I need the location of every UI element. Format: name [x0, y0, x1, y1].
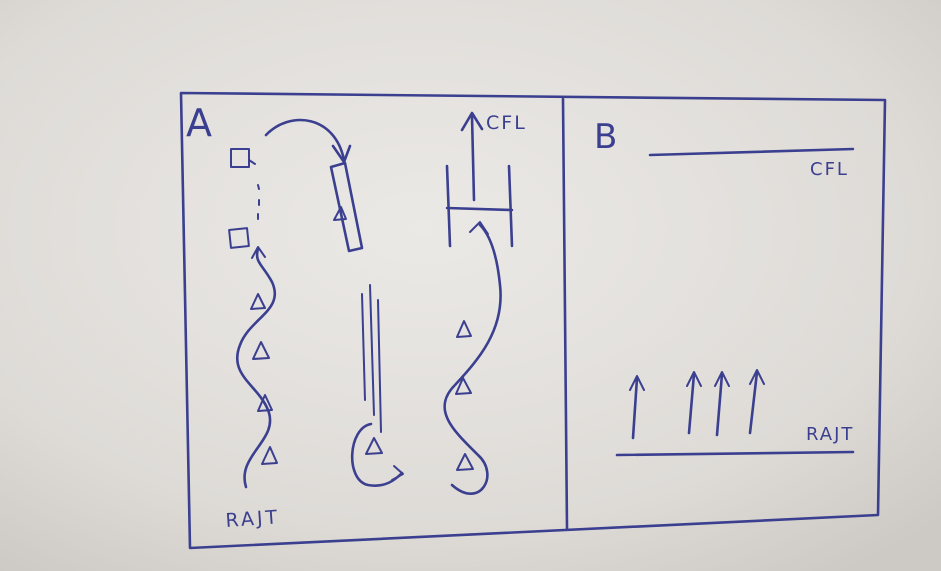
left-wavy-arrowhead: [251, 246, 266, 259]
panel-a: A RAJT CFL: [186, 101, 527, 532]
cylinder-left-wall: [445, 164, 452, 248]
left-triangle-4: [261, 446, 278, 465]
left-wavy-path: [236, 247, 276, 489]
up-arrow-2-head: [686, 371, 702, 387]
cfl-up-arrow: [470, 114, 476, 202]
cfl-up-arrowhead: [460, 111, 484, 132]
rajt-bottom-line: [615, 450, 855, 457]
panel-b-letter: B: [594, 117, 617, 157]
transfer-arrow: [264, 118, 346, 162]
middle-line-2: [369, 284, 375, 416]
middle-line-3: [377, 299, 382, 433]
panel-a-right-label: CFL: [486, 112, 527, 134]
middle-loop-arrowhead: [391, 465, 404, 481]
middle-triangle: [365, 437, 383, 455]
panel-b-top-label: CFL: [810, 159, 849, 180]
right-triangle-3: [456, 453, 474, 471]
up-arrow-1: [631, 376, 639, 440]
panel-divider: [561, 97, 569, 530]
panel-b-bottom-label: RAJT: [806, 424, 854, 445]
middle-line-1: [361, 293, 366, 401]
right-wavy-arrowhead: [469, 221, 489, 235]
up-arrow-4-head: [749, 369, 765, 385]
left-triangle-1: [250, 293, 266, 310]
right-triangle-2: [455, 377, 472, 395]
square-top: [230, 148, 250, 168]
square-top-tail: [248, 159, 256, 165]
cylinder-right-wall: [507, 164, 514, 248]
up-arrow-1-head: [629, 375, 645, 391]
cylinder-piston: [445, 206, 514, 212]
square-bottom: [228, 227, 250, 249]
panel-b: B CFL RAJT: [594, 117, 855, 457]
tilted-bar: [329, 161, 364, 253]
panel-a-letter: A: [186, 101, 212, 145]
up-arrow-3-head: [714, 371, 730, 387]
right-triangle-1: [456, 320, 472, 338]
up-arrow-3: [715, 372, 724, 437]
cfl-top-line: [648, 147, 855, 157]
left-triangle-3: [257, 394, 273, 412]
up-arrow-4: [748, 370, 759, 435]
dotted-connector: [257, 184, 260, 220]
bar-triangle: [333, 206, 347, 221]
outer-frame: [179, 91, 887, 550]
left-triangle-2: [252, 341, 270, 360]
up-arrow-2: [687, 372, 696, 435]
right-wavy-path: [443, 223, 502, 495]
panel-a-left-label: RAJT: [225, 506, 281, 532]
